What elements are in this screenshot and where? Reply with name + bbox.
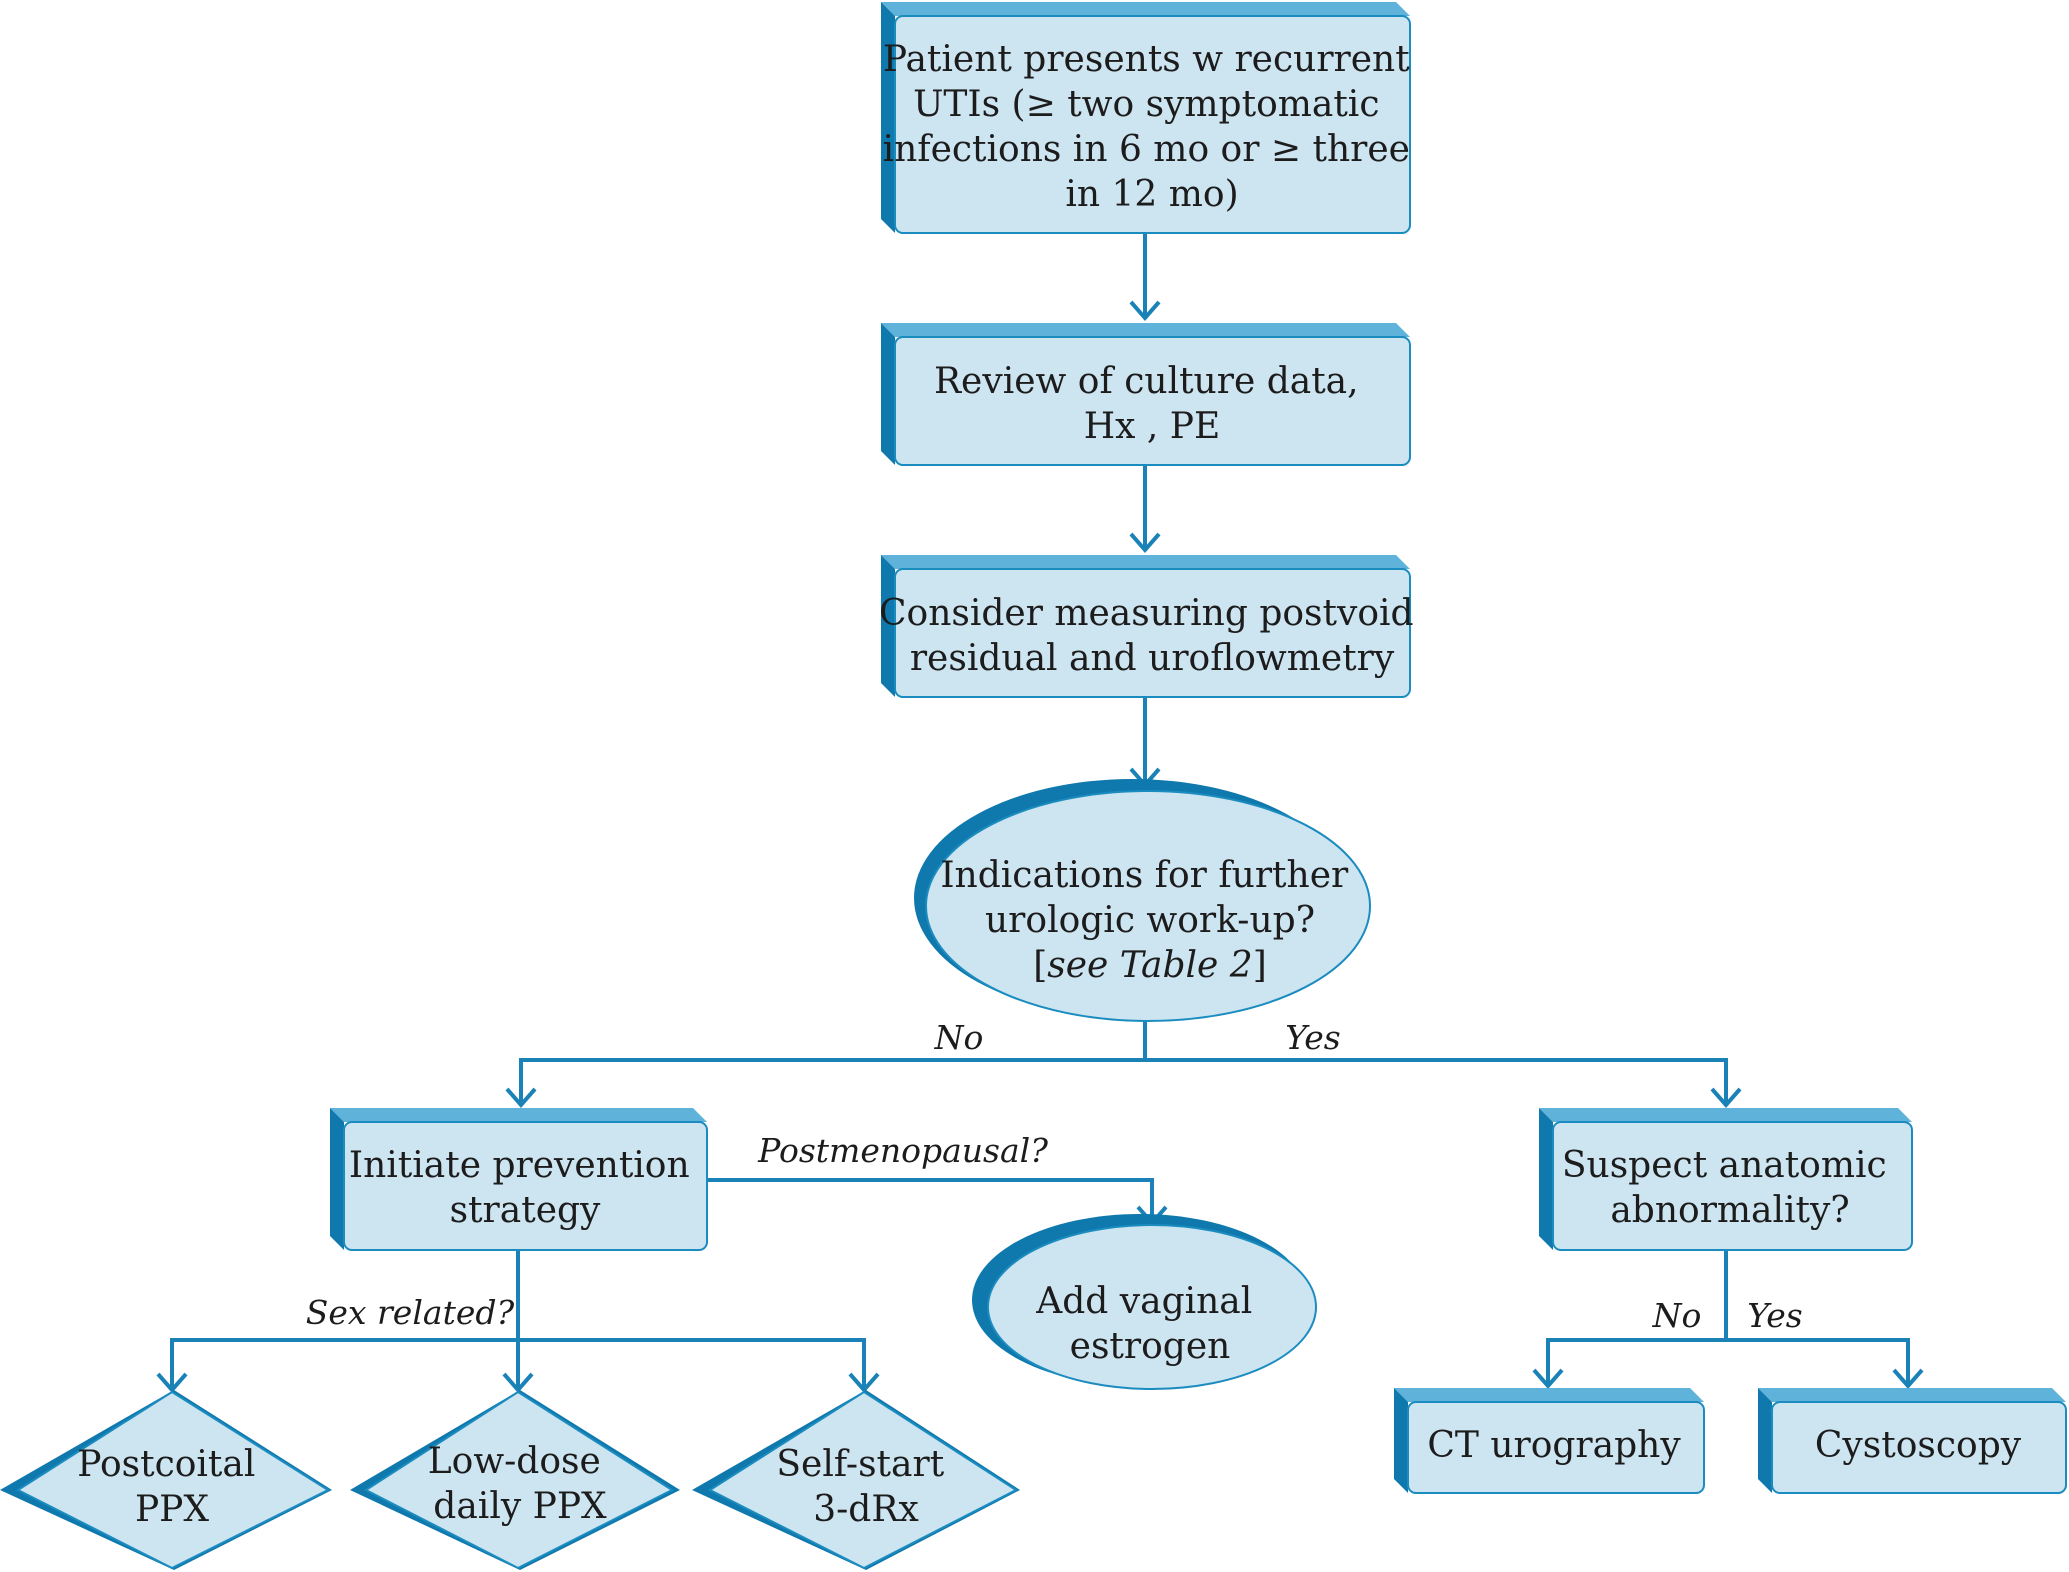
consider-line-1: Consider measuring postvoid xyxy=(879,593,1414,634)
label-workup-no: No xyxy=(934,1018,984,1057)
cystoscopy-box-side-face xyxy=(1758,1388,1772,1493)
ct-box-top-face xyxy=(1394,1388,1704,1402)
selfstart-text: Self-start 3-dRx xyxy=(776,1444,955,1530)
lowdose-text: Low-dose daily PPX xyxy=(428,1441,613,1527)
anatomic-line-1: Suspect anatomic xyxy=(1562,1145,1887,1186)
lowdose-line-1: Low-dose xyxy=(428,1441,601,1482)
lowdose-line-2: daily PPX xyxy=(433,1486,607,1527)
cystoscopy-text: Cystoscopy xyxy=(1815,1425,2022,1466)
prevention-box-top-face xyxy=(330,1108,707,1122)
presents-box-side-face xyxy=(881,2,895,233)
ct-box-front xyxy=(1407,1401,1705,1494)
estrogen-text: Add vaginal estrogen xyxy=(1035,1281,1264,1367)
label-workup-yes: Yes xyxy=(1285,1018,1340,1057)
presents-box-top-face xyxy=(881,2,1410,16)
label-anatomic-yes: Yes xyxy=(1747,1296,1802,1335)
arrowhead-selfstart xyxy=(848,1372,880,1394)
estrogen-line-2: estrogen xyxy=(1070,1326,1231,1367)
arrowhead-consider xyxy=(1129,532,1161,554)
indications-text: Indications for further urologic work-up… xyxy=(940,855,1359,941)
ct-box-side-face xyxy=(1394,1388,1408,1493)
review-box-top-face xyxy=(881,323,1410,337)
estrogen-ellipse-front xyxy=(987,1224,1317,1390)
anatomic-text: Suspect anatomic abnormality? xyxy=(1562,1145,1898,1231)
indications-ref-close: ] xyxy=(1253,945,1267,986)
postcoital-line-2: PPX xyxy=(135,1489,209,1530)
indications-ellipse-front xyxy=(925,790,1371,1022)
consider-box-front xyxy=(894,568,1411,698)
indications-ref-text: see Table 2 xyxy=(1047,945,1252,986)
indications-line-1: Indications for further xyxy=(940,855,1349,896)
indications-line-3: [see Table 2] xyxy=(1033,945,1267,986)
arrowhead-postcoital xyxy=(156,1372,188,1394)
cystoscopy-box-front xyxy=(1771,1401,2067,1494)
anatomic-box-front xyxy=(1552,1121,1913,1251)
review-box: Review of culture data, Hx , PE xyxy=(881,323,1411,466)
ct-text: CT urography xyxy=(1427,1425,1681,1466)
prevention-box-front xyxy=(343,1121,708,1251)
consider-box-top-face xyxy=(881,555,1410,569)
prevention-box-side-face xyxy=(330,1108,344,1250)
presents-line-4: in 12 mo) xyxy=(1065,174,1238,215)
prevention-line-1: Initiate prevention xyxy=(349,1145,690,1186)
prevention-line-2: strategy xyxy=(450,1190,601,1231)
cystoscopy-box-top-face xyxy=(1758,1388,2066,1402)
presents-text: Patient presents w recurrent UTIs (≥ two… xyxy=(883,39,1422,215)
arrowhead-prevention xyxy=(505,1087,537,1109)
arrowhead-lowdose xyxy=(502,1372,534,1394)
anatomic-line-2: abnormality? xyxy=(1610,1190,1849,1231)
selfstart-line-1: Self-start xyxy=(776,1444,944,1485)
connector-workup-no-branch xyxy=(519,1058,1145,1103)
indications-ref-open: [ xyxy=(1033,945,1047,986)
anatomic-box: Suspect anatomic abnormality? xyxy=(1539,1108,1913,1251)
presents-box-front xyxy=(894,15,1411,234)
connector-workup-yes-branch xyxy=(1145,1058,1728,1103)
indications-line-2: urologic work-up? xyxy=(985,900,1315,941)
postcoital-text: Postcoital PPX xyxy=(77,1444,267,1530)
presents-line-1: Patient presents w recurrent xyxy=(883,39,1410,80)
label-anatomic-no: No xyxy=(1652,1296,1702,1335)
anatomic-box-top-face xyxy=(1539,1108,1912,1122)
postcoital-diamond-front xyxy=(15,1390,331,1570)
prevention-box: Initiate prevention strategy xyxy=(330,1108,708,1251)
anatomic-box-side-face xyxy=(1539,1108,1553,1250)
postcoital-diamond: Postcoital PPX xyxy=(0,1390,332,1570)
presents-box: Patient presents w recurrent UTIs (≥ two… xyxy=(881,2,1422,234)
consider-line-2: residual and uroflowmetry xyxy=(910,638,1395,679)
arrowhead-review xyxy=(1129,300,1161,322)
review-text: Review of culture data, Hx , PE xyxy=(934,361,1370,447)
consider-text: Consider measuring postvoid residual and… xyxy=(879,593,1425,679)
consider-box-side-face xyxy=(881,555,895,697)
selfstart-diamond-front xyxy=(707,1390,1018,1570)
selfstart-diamond: Self-start 3-dRx xyxy=(692,1390,1020,1570)
arrowhead-anatomic xyxy=(1710,1087,1742,1109)
label-postmenopausal: Postmenopausal? xyxy=(757,1131,1048,1170)
connector-prevention-to-estrogen xyxy=(708,1178,1154,1221)
cystoscopy-box: Cystoscopy xyxy=(1758,1388,2067,1494)
edge-labels: No Yes Postmenopausal? Sex related? No Y… xyxy=(306,1018,1803,1335)
prevention-text: Initiate prevention strategy xyxy=(349,1145,701,1231)
lowdose-diamond: Low-dose daily PPX xyxy=(350,1390,680,1570)
estrogen-ellipse: Add vaginal estrogen xyxy=(972,1214,1317,1390)
connector-anatomic-branch xyxy=(1546,1338,1910,1384)
arrowhead-cystoscopy xyxy=(1892,1368,1924,1390)
presents-line-2: UTIs (≥ two symptomatic xyxy=(913,84,1379,125)
presents-line-3: infections in 6 mo or ≥ three xyxy=(883,129,1410,170)
lowdose-diamond-front xyxy=(364,1390,675,1570)
consider-box: Consider measuring postvoid residual and… xyxy=(879,555,1425,698)
label-sex-related: Sex related? xyxy=(306,1293,515,1332)
ct-box: CT urography xyxy=(1394,1388,1705,1494)
review-box-front xyxy=(894,336,1411,466)
review-box-side-face xyxy=(881,323,895,465)
postcoital-line-1: Postcoital xyxy=(77,1444,255,1485)
selfstart-line-2: 3-dRx xyxy=(813,1489,919,1530)
review-line-1: Review of culture data, xyxy=(934,361,1359,402)
estrogen-line-1: Add vaginal xyxy=(1035,1281,1252,1322)
indications-ellipse: Indications for further urologic work-up… xyxy=(914,779,1371,1022)
review-line-2: Hx , PE xyxy=(1084,406,1221,447)
arrowhead-ct xyxy=(1532,1368,1564,1390)
